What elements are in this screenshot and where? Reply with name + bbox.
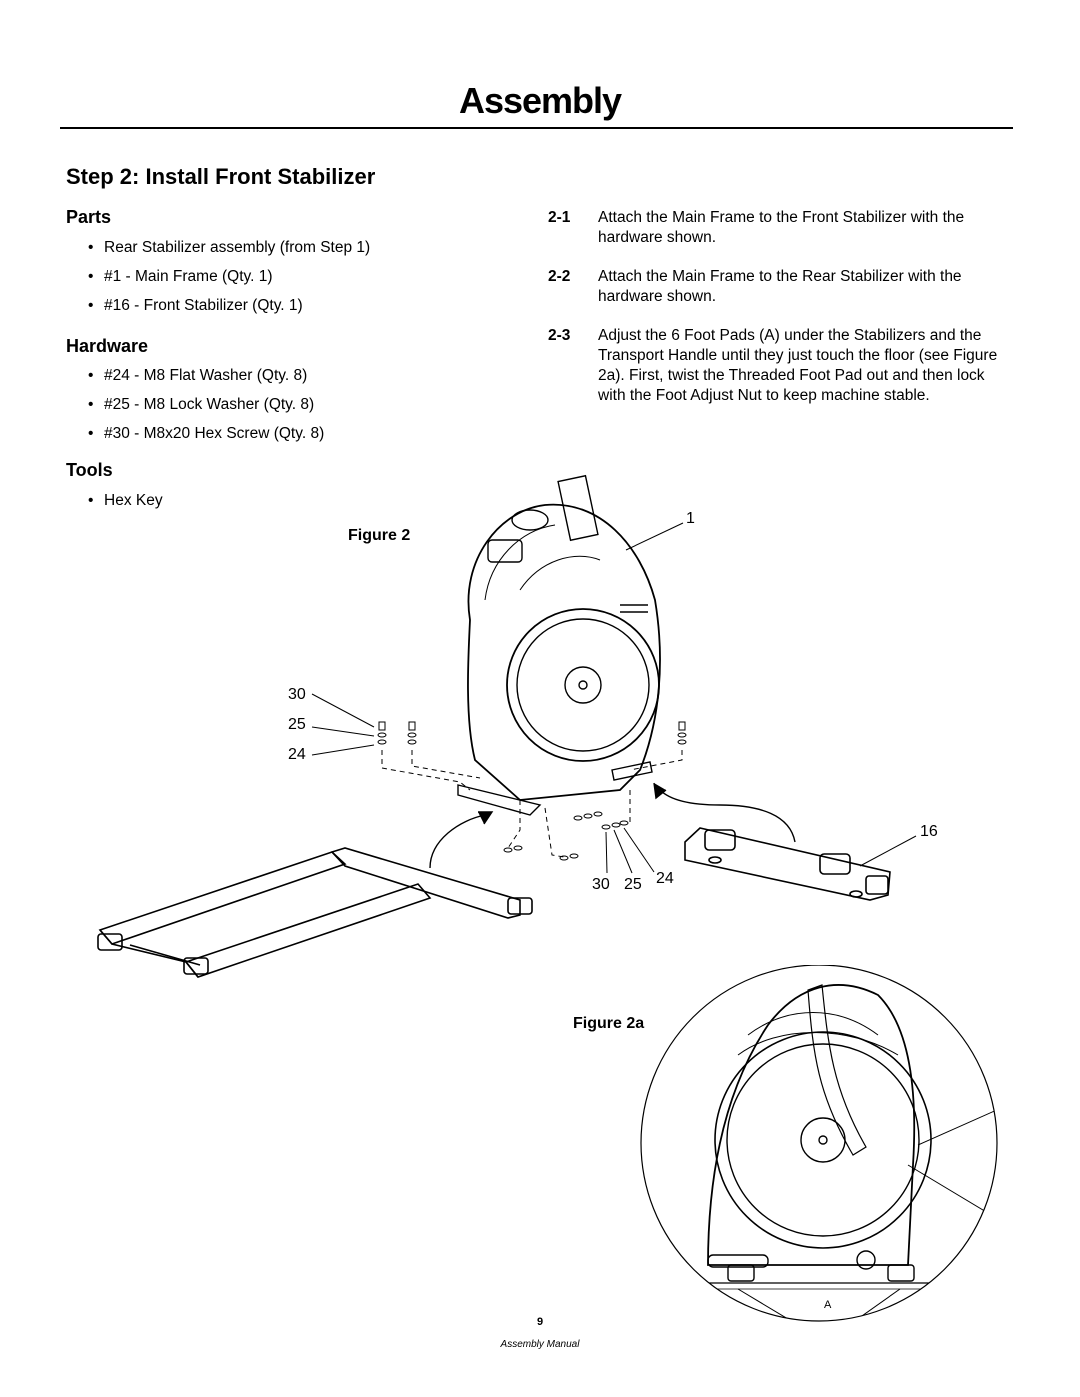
step-heading: Step 2: Install Front Stabilizer <box>66 164 376 189</box>
tools-list: Hex Key <box>80 491 163 520</box>
instruction-text: Attach the Main Frame to the Rear Stabil… <box>598 268 962 305</box>
hardware-item: #25 - M8 Lock Washer (Qty. 8) <box>80 395 324 424</box>
instruction-number: 2-3 <box>548 327 571 344</box>
callout-lock-washer: 25 <box>624 876 642 893</box>
hardware-bolts <box>377 721 687 861</box>
instruction-number: 2-1 <box>548 209 571 226</box>
tools-heading: Tools <box>66 460 113 480</box>
title-rule <box>60 127 1013 129</box>
footer-text: Assembly Manual <box>500 1339 580 1350</box>
instruction-text: Adjust the 6 Foot Pads (A) under the Sta… <box>598 327 998 404</box>
callout-screw: 30 <box>288 686 306 703</box>
parts-list: Rear Stabilizer assembly (from Step 1) #… <box>80 238 370 325</box>
instruction-item: 2-3 Adjust the 6 Foot Pads (A) under the… <box>548 326 1003 406</box>
instruction-list: 2-1 Attach the Main Frame to the Front S… <box>548 208 1003 425</box>
front-stabilizer-drawing <box>684 827 891 901</box>
tools-item: Hex Key <box>80 491 163 520</box>
hardware-item: #30 - M8x20 Hex Screw (Qty. 8) <box>80 424 324 453</box>
parts-item: Rear Stabilizer assembly (from Step 1) <box>80 238 370 267</box>
callout-foot-pad: A <box>824 1299 832 1311</box>
instruction-item: 2-2 Attach the Main Frame to the Rear St… <box>548 267 1003 307</box>
callout-flat-washer: 24 <box>288 746 306 763</box>
callout-screw: 30 <box>592 876 610 893</box>
parts-item: #1 - Main Frame (Qty. 1) <box>80 267 370 296</box>
parts-heading: Parts <box>66 207 112 227</box>
hardware-heading: Hardware <box>66 336 149 356</box>
page-number: 9 <box>536 1316 544 1328</box>
page-title: Assembly <box>458 80 622 121</box>
parts-item: #16 - Front Stabilizer (Qty. 1) <box>80 296 370 325</box>
callout-front-stabilizer: 16 <box>920 823 938 840</box>
callout-lock-washer: 25 <box>288 716 306 733</box>
hardware-item: #24 - M8 Flat Washer (Qty. 8) <box>80 366 324 395</box>
instruction-text: Attach the Main Frame to the Front Stabi… <box>598 209 965 246</box>
callout-main-frame: 1 <box>686 510 695 527</box>
instruction-number: 2-2 <box>548 268 571 285</box>
instruction-item: 2-1 Attach the Main Frame to the Front S… <box>548 208 1003 248</box>
callout-flat-washer: 24 <box>656 870 674 887</box>
figure-2-label: Figure 2 <box>348 527 411 544</box>
rear-stabilizer-drawing <box>97 847 533 978</box>
main-frame-drawing <box>457 474 661 816</box>
figure-2a-illustration <box>640 965 998 1322</box>
hardware-list: #24 - M8 Flat Washer (Qty. 8) #25 - M8 L… <box>80 366 324 453</box>
figure-2a-label: Figure 2a <box>573 1015 645 1032</box>
